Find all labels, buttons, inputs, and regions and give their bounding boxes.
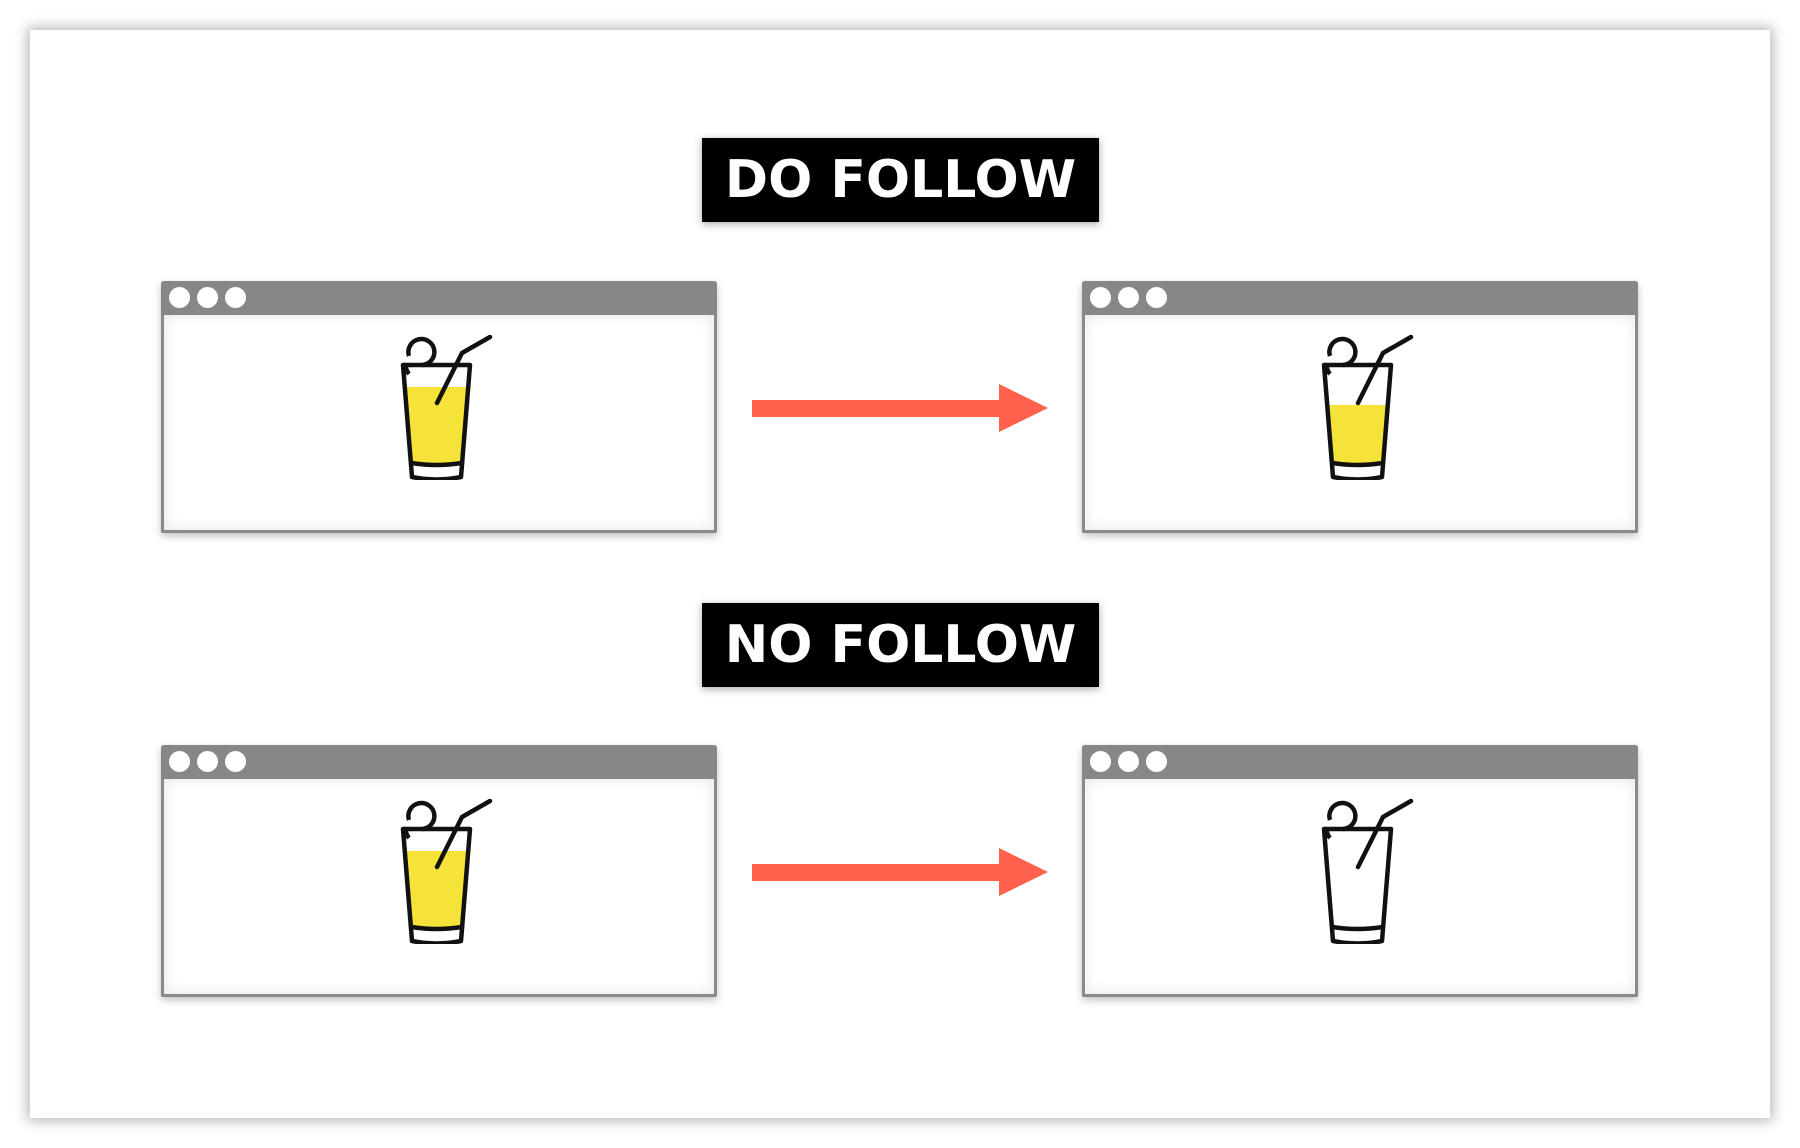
window-titlebar bbox=[161, 745, 717, 779]
window-dot-icon bbox=[225, 287, 246, 308]
window-dot-icon bbox=[169, 287, 190, 308]
window-titlebar bbox=[161, 281, 717, 315]
window-titlebar bbox=[1082, 745, 1638, 779]
no-follow-label: NO FOLLOW bbox=[702, 603, 1099, 687]
lemonade-glass-full-icon bbox=[400, 334, 493, 480]
window-dot-icon bbox=[197, 287, 218, 308]
source-page-window-no-follow bbox=[161, 745, 717, 997]
window-dot-icon bbox=[1146, 751, 1167, 772]
window-dot-icon bbox=[1090, 287, 1111, 308]
window-dot-icon bbox=[1090, 751, 1111, 772]
lemonade-glass-half-icon bbox=[1321, 334, 1414, 480]
window-dot-icon bbox=[1146, 287, 1167, 308]
target-page-window-do-follow bbox=[1082, 281, 1638, 533]
lemonade-glass-full-icon bbox=[400, 798, 493, 944]
do-follow-label: DO FOLLOW bbox=[702, 138, 1099, 222]
source-page-window-do-follow bbox=[161, 281, 717, 533]
window-dot-icon bbox=[1118, 287, 1139, 308]
right-arrow-icon bbox=[752, 384, 1048, 432]
target-page-window-no-follow bbox=[1082, 745, 1638, 997]
window-dot-icon bbox=[169, 751, 190, 772]
window-dot-icon bbox=[225, 751, 246, 772]
right-arrow-icon bbox=[752, 848, 1048, 896]
lemonade-glass-empty-icon bbox=[1321, 798, 1414, 944]
window-titlebar bbox=[1082, 281, 1638, 315]
window-dot-icon bbox=[197, 751, 218, 772]
window-dot-icon bbox=[1118, 751, 1139, 772]
